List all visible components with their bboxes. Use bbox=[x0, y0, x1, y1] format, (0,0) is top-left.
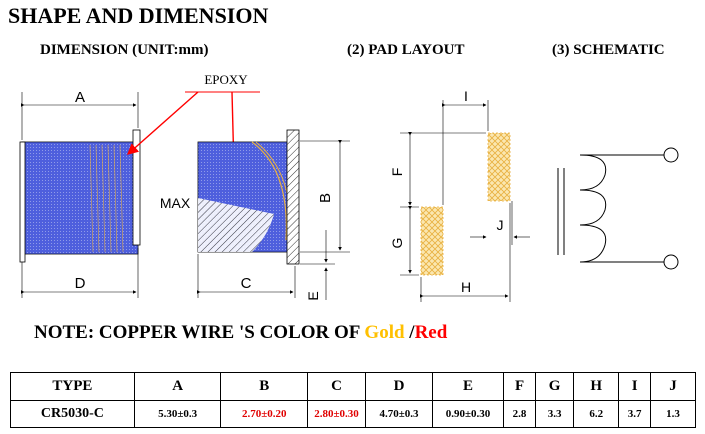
table-header-a: A bbox=[133, 372, 222, 401]
label-c: C bbox=[241, 275, 252, 292]
label-epoxy: EPOXY bbox=[204, 72, 248, 87]
table-header-g: G bbox=[534, 372, 575, 401]
label-j: J bbox=[497, 217, 504, 233]
schematic-view bbox=[557, 147, 679, 270]
label-a: A bbox=[75, 89, 85, 106]
label-g: G bbox=[389, 238, 405, 249]
table-cell-e: 0.90±0.30 bbox=[431, 399, 505, 428]
label-h: H bbox=[461, 279, 471, 295]
pad-left bbox=[420, 206, 444, 276]
front-view: A D bbox=[19, 89, 141, 298]
table-cell-b: 2.70±0.20 bbox=[220, 399, 308, 428]
pad-right bbox=[487, 132, 511, 202]
table-cell-d: 4.70±0.3 bbox=[365, 399, 433, 428]
table-cell-g: 3.3 bbox=[534, 399, 575, 428]
note-gold: Gold bbox=[364, 322, 405, 343]
dimension-drawing: A D EPOXY C B E MAX bbox=[19, 72, 679, 302]
table-cell-f: 2.8 bbox=[503, 399, 536, 428]
label-max: MAX bbox=[160, 195, 191, 211]
table-header-h: H bbox=[573, 372, 620, 401]
note-prefix: NOTE: COPPER WIRE 'S COLOR OF bbox=[34, 322, 365, 343]
note-separator: / bbox=[404, 322, 415, 343]
label-b: B bbox=[317, 193, 334, 203]
table-cell-c: 2.80±0.30 bbox=[306, 399, 367, 428]
table-cell-j: 1.3 bbox=[650, 399, 696, 428]
table-cell-type: CR5030-C bbox=[10, 399, 135, 428]
table-header-c: C bbox=[306, 372, 367, 401]
label-f: F bbox=[389, 168, 405, 177]
table-cell-h: 6.2 bbox=[573, 399, 620, 428]
table-cell-a: 5.30±0.3 bbox=[133, 399, 222, 428]
side-view: C B E MAX bbox=[160, 129, 350, 301]
pad-layout-view: I F G J H bbox=[389, 88, 530, 302]
table-header-d: D bbox=[365, 372, 433, 401]
table-header-j: J bbox=[650, 372, 696, 401]
table-header-type: TYPE bbox=[10, 372, 135, 401]
label-e: E bbox=[305, 291, 321, 300]
label-i: I bbox=[464, 88, 468, 104]
note-copper-wire-color: NOTE: COPPER WIRE 'S COLOR OF Gold /Red bbox=[34, 322, 447, 344]
table-header-b: B bbox=[220, 372, 308, 401]
section-dimension-title: DIMENSION (UNIT:mm) bbox=[40, 42, 209, 58]
table-cell-i: 3.7 bbox=[618, 399, 651, 428]
table-header-f: F bbox=[503, 372, 536, 401]
section-pad-layout-title: (2) PAD LAYOUT bbox=[347, 42, 465, 58]
page-title: SHAPE AND DIMENSION bbox=[8, 3, 269, 28]
table-header-e: E bbox=[431, 372, 505, 401]
label-d: D bbox=[75, 275, 86, 292]
section-schematic-title: (3) SCHEMATIC bbox=[552, 42, 665, 58]
note-red: Red bbox=[414, 322, 448, 343]
table-header-i: I bbox=[618, 372, 651, 401]
